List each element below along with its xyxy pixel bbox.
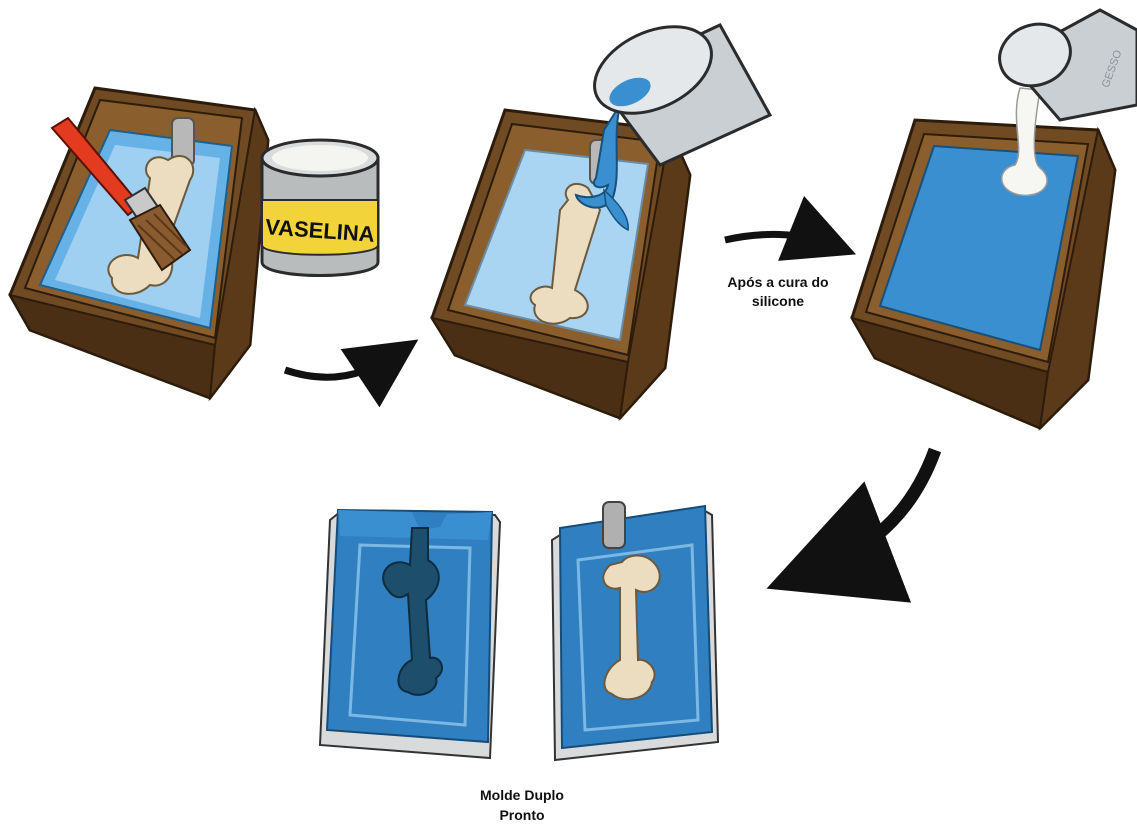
caption-final-line2: Pronto: [499, 807, 544, 823]
caption-cure-line2: silicone: [752, 293, 804, 309]
step1-box-with-bone: [10, 88, 268, 398]
vaseline-can: VASELINA: [262, 140, 378, 276]
step3-box-full-silicone: [852, 88, 1115, 428]
arrow-step3-to-final: [815, 450, 935, 570]
mold-half-left: [320, 510, 500, 758]
plaster-cup: GESSO: [991, 10, 1137, 120]
caption-final-line1: Molde Duplo: [480, 787, 564, 803]
arrow-step1-to-step2: [285, 355, 395, 377]
mold-half-right: [552, 502, 718, 760]
arrow-step2-to-step3: [725, 234, 830, 244]
caption-cure-line1: Após a cura do: [727, 274, 828, 290]
